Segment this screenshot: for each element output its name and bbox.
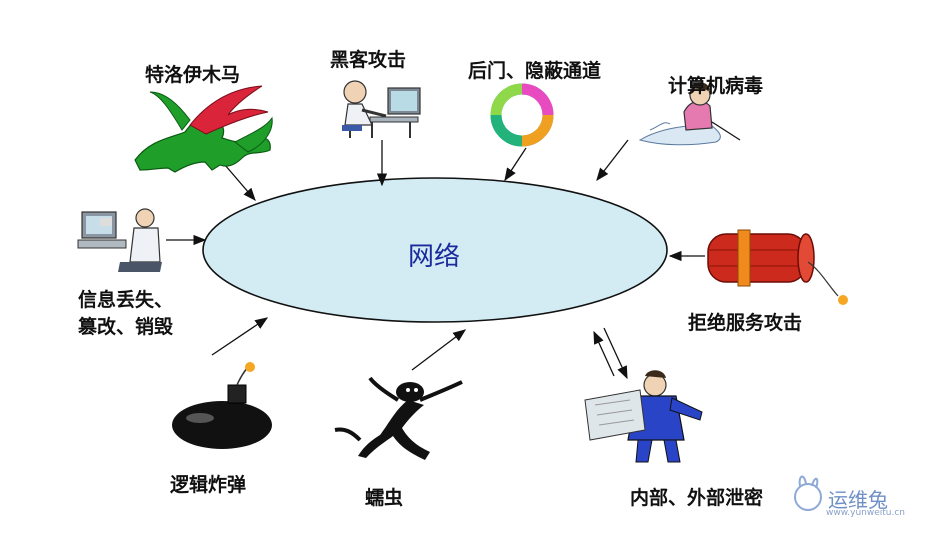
office-worker-illustration: [77, 208, 162, 272]
label-logic-bomb: 逻辑炸弹: [170, 474, 247, 496]
hacker-illustration: [342, 80, 421, 138]
watermark-url: www.yunweitu.cn: [826, 508, 905, 518]
arrow-logic-bomb: [211, 317, 269, 356]
label-dos: 拒绝服务攻击: [688, 312, 803, 334]
watermark-text: 运维兔: [828, 488, 888, 512]
dynamite-illustration: [707, 229, 848, 305]
arrow-trojan: [224, 164, 256, 201]
watermark-logo: [794, 475, 822, 511]
network-ellipse: [202, 177, 668, 323]
label-backdoor: 后门、隐蔽通道: [468, 60, 602, 82]
arrow-worm: [411, 329, 467, 371]
arrow-leak-out: [603, 327, 628, 380]
label-info-loss-1: 信息丢失、: [78, 289, 174, 311]
label-info-loss-2: 篡改、销毁: [78, 316, 174, 338]
sick-person-illustration: [638, 82, 741, 146]
label-hacker: 黑客攻击: [330, 49, 407, 71]
label-trojan: 特洛伊木马: [145, 64, 241, 86]
network-label: 网络: [408, 242, 461, 272]
arrow-backdoor: [504, 147, 527, 182]
cycle-ring-illustration: [490, 83, 554, 147]
arrow-virus: [596, 139, 629, 182]
newspaper-man-illustration: [584, 370, 703, 463]
label-leak: 内部、外部泄密: [630, 487, 764, 509]
dragon-illustration: [134, 85, 273, 173]
bomb-illustration: [172, 362, 272, 449]
arrow-leak-in: [593, 330, 615, 377]
worm-illustration: [334, 376, 463, 460]
label-worm: 蠕虫: [365, 487, 404, 509]
label-virus: 计算机病毒: [668, 75, 764, 97]
